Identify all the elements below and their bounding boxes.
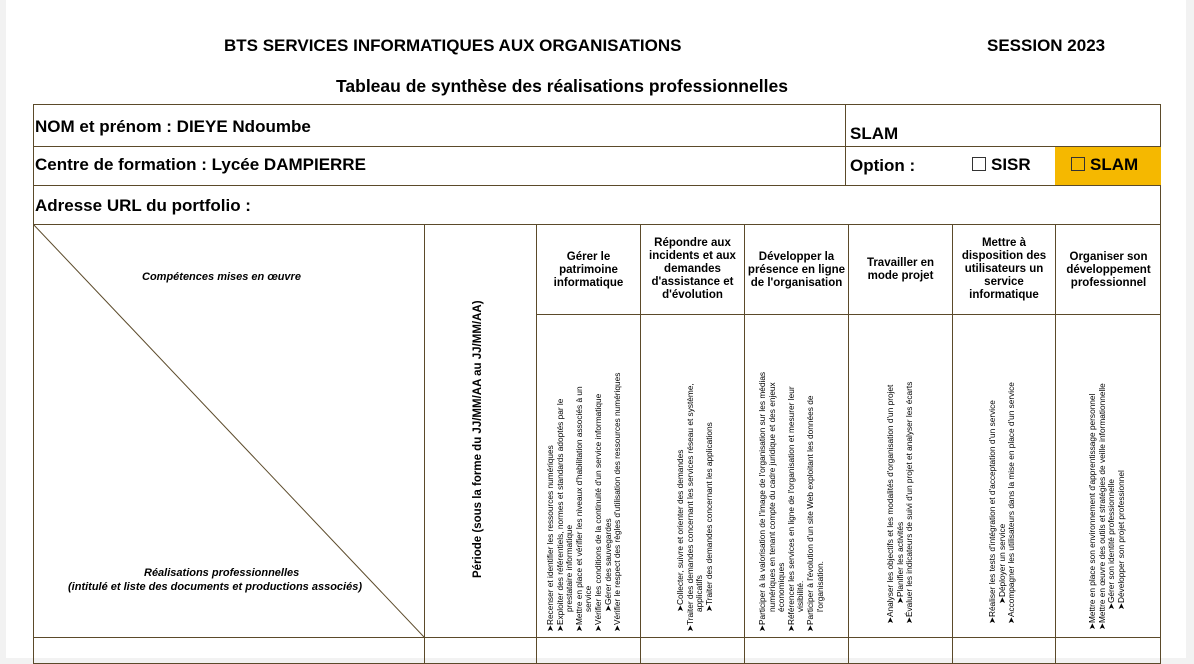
training-centre: Centre de formation : Lycée DAMPIERRE bbox=[35, 155, 366, 174]
slam-label: SLAM bbox=[1090, 155, 1139, 174]
option-slam[interactable]: SLAM bbox=[1071, 155, 1138, 175]
slam-checkbox[interactable] bbox=[1071, 157, 1085, 171]
table-title: Tableau de synthèse des réalisations pro… bbox=[336, 76, 788, 96]
block-items-gerer-patrimoine: ➤Recenser et identifier les ressources n… bbox=[545, 372, 623, 632]
slam-highlight bbox=[1055, 147, 1161, 185]
periode-header: Période (sous la forme du JJ/MM/AA au JJ… bbox=[472, 300, 484, 578]
header-diagonal bbox=[33, 224, 425, 638]
student-name: NOM et prénom : DIEYE Ndoumbe bbox=[35, 117, 311, 136]
option-value: SLAM bbox=[850, 124, 899, 143]
session-label: SESSION 2023 bbox=[987, 36, 1106, 55]
document-title: BTS SERVICES INFORMATIQUES AUX ORGANISAT… bbox=[224, 36, 682, 55]
block-items-mode-projet: ➤Analyser les objectifs et les modalités… bbox=[885, 381, 915, 624]
block-items-repondre-incidents: ➤Collecter, suivre et orienter des deman… bbox=[675, 383, 714, 632]
block-items-presence-en-ligne: ➤Participer à la valorisation de l'image… bbox=[757, 371, 825, 632]
block-items-mise-a-disposition: ➤Réaliser les tests d'intégration et d'a… bbox=[987, 382, 1017, 624]
option-label: Option : bbox=[850, 156, 916, 175]
sisr-checkbox[interactable] bbox=[972, 157, 986, 171]
option-sisr[interactable]: SISR bbox=[972, 155, 1031, 175]
realisations-sublabel: (intitulé et liste des documents et prod… bbox=[68, 581, 363, 593]
realisations-label: Réalisations professionnelles bbox=[144, 567, 300, 579]
competences-label: Compétences mises en œuvre bbox=[142, 271, 301, 283]
block-items-developpement-pro: ➤Mettre en place son environnement d'app… bbox=[1087, 383, 1126, 630]
portfolio-url-label: Adresse URL du portfolio : bbox=[35, 196, 251, 215]
sisr-label: SISR bbox=[991, 155, 1031, 174]
document-page: BTS SERVICES INFORMATIQUES AUX ORGANISAT… bbox=[6, 0, 1186, 664]
